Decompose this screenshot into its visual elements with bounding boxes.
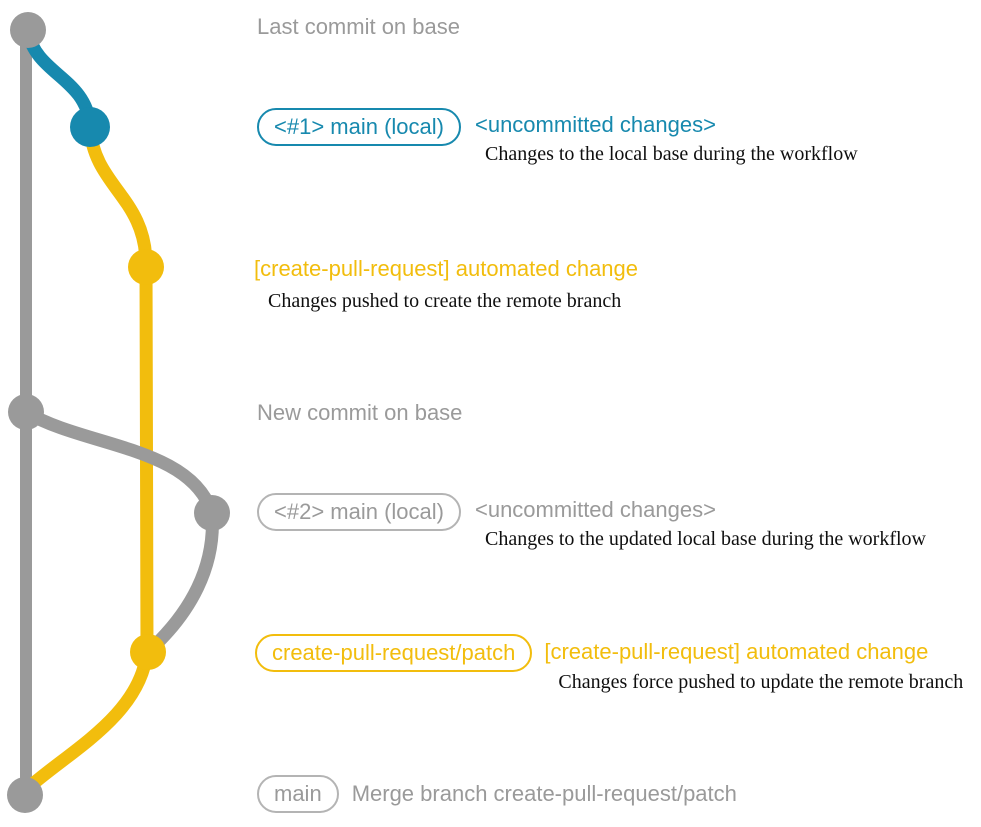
commit-caption-uncommitted-1: Changes to the local base during the wor… bbox=[484, 143, 858, 165]
annotation-row-automated-1: [create-pull-request] automated change C… bbox=[254, 256, 638, 313]
commit-node-uncommitted-changes-2 bbox=[194, 495, 230, 531]
commit-caption-automated-2: Changes force pushed to update the remot… bbox=[558, 671, 964, 693]
annotation-row-uncommitted-1: <#1> main (local) <uncommitted changes> … bbox=[257, 108, 858, 166]
commit-title-merge: Merge branch create-pull-request/patch bbox=[351, 781, 737, 806]
commit-caption-automated-1: Changes pushed to create the remote bran… bbox=[268, 290, 622, 312]
branch-badge-main-local-2: <#2> main (local) bbox=[257, 493, 461, 531]
create-pull-request-patch-branch-line bbox=[20, 121, 154, 796]
branch-badge-main: main bbox=[257, 775, 339, 813]
commit-node-new-commit-on-base bbox=[8, 394, 44, 430]
commit-title-automated-2: [create-pull-request] automated change bbox=[544, 639, 929, 664]
commit-node-uncommitted-changes-1 bbox=[70, 107, 110, 147]
annotation-row-automated-2: create-pull-request/patch [create-pull-r… bbox=[255, 634, 963, 694]
commit-node-automated-change-2 bbox=[130, 634, 166, 670]
commit-node-merge-commit bbox=[7, 777, 43, 813]
commit-caption-uncommitted-2: Changes to the updated local base during… bbox=[484, 528, 926, 550]
commit-graph bbox=[7, 12, 230, 813]
commit-title-uncommitted-1: <uncommitted changes> bbox=[474, 112, 716, 137]
commit-title-automated-1: [create-pull-request] automated change bbox=[254, 256, 639, 281]
branch-badge-main-local-1: <#1> main (local) bbox=[257, 108, 461, 146]
local-main-2-branch-line bbox=[19, 405, 219, 657]
branch-badge-create-pull-request-patch: create-pull-request/patch bbox=[255, 634, 533, 672]
label-last-commit-on-base: Last commit on base bbox=[257, 14, 460, 39]
commit-node-automated-change-1 bbox=[128, 249, 164, 285]
commit-title-uncommitted-2: <uncommitted changes> bbox=[474, 497, 716, 522]
commit-node-last-commit-on-base bbox=[10, 12, 46, 48]
annotation-row-merge: main Merge branch create-pull-request/pa… bbox=[257, 775, 737, 813]
annotation-row-uncommitted-2: <#2> main (local) <uncommitted changes> … bbox=[257, 493, 926, 551]
label-new-commit-on-base: New commit on base bbox=[257, 400, 463, 425]
